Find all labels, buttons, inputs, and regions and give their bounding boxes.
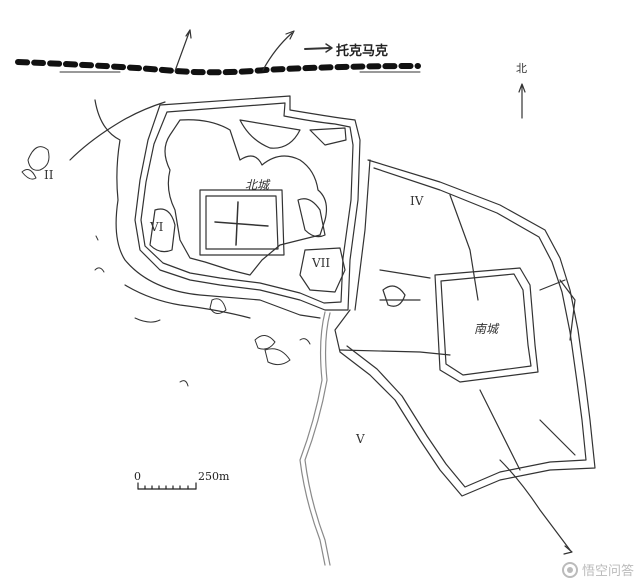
wukong-logo-icon	[561, 561, 578, 578]
north-arrow-icon	[518, 83, 526, 119]
watermark: 悟空问答	[561, 560, 634, 579]
scale-bar	[137, 482, 197, 490]
scale-zero-label: 0	[134, 470, 141, 483]
outer-wall-west	[69, 99, 321, 319]
zone-label-iv: IV	[410, 194, 424, 208]
zone-label-v: V	[356, 432, 365, 446]
southeast-road-arrow	[499, 459, 573, 555]
zone-label-ii: II	[44, 168, 54, 182]
north-city-walls	[134, 95, 361, 311]
road-arrows	[174, 29, 333, 72]
scale-end-label: 250m	[198, 470, 230, 483]
north-label: 北	[516, 62, 527, 75]
south-city-label: 南城	[474, 322, 499, 336]
mounds	[21, 146, 311, 387]
railway-line	[15, 59, 421, 76]
road-label: 托克马克	[336, 44, 389, 59]
north-city-label: 北城	[245, 178, 270, 192]
zone-label-vi: VI	[150, 220, 164, 234]
watermark-text: 悟空问答	[581, 564, 634, 579]
river	[299, 311, 331, 566]
zone-label-vii: VII	[312, 256, 331, 270]
south-enclosure-walls	[334, 159, 596, 497]
